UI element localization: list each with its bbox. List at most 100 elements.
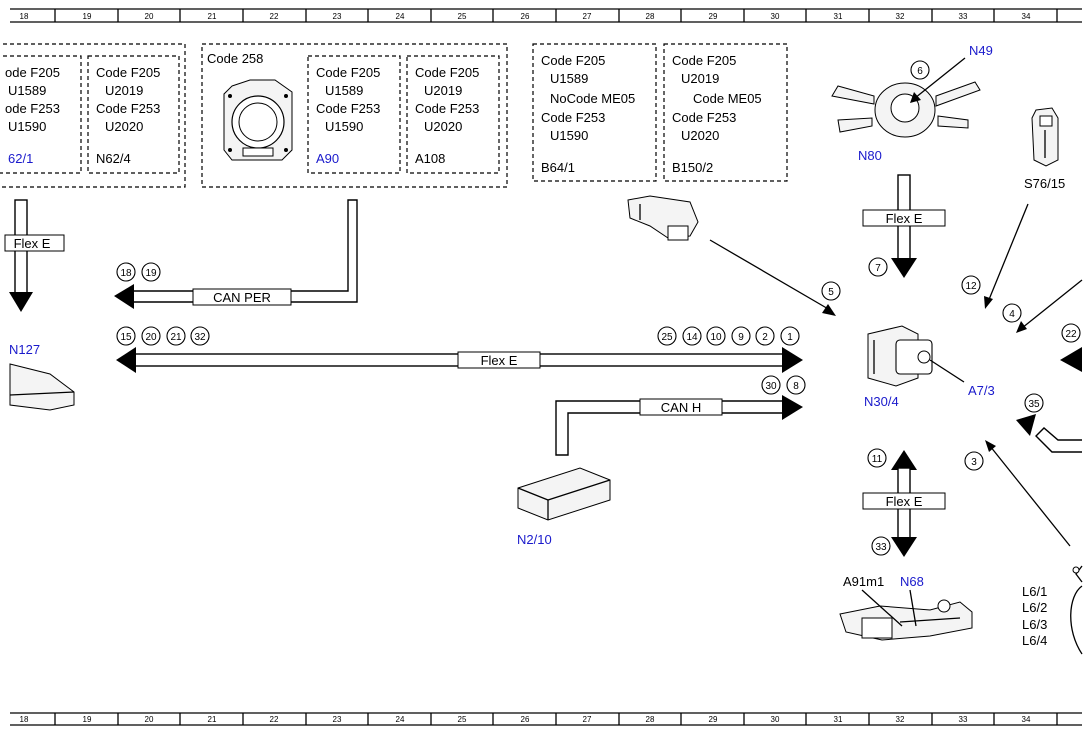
marker-7[interactable]: 7 (868, 257, 888, 277)
sensor-sketch (627, 195, 699, 241)
connection-line (929, 359, 965, 383)
component-n68[interactable]: N68 (900, 574, 924, 589)
marker-1[interactable]: 1 (780, 326, 800, 346)
component-n127[interactable]: N127 (9, 342, 40, 357)
code-line: Code F253 (672, 110, 736, 125)
svg-text:32: 32 (194, 332, 206, 343)
ruler-tick: 29 (709, 12, 718, 21)
ruler-tick: 31 (834, 715, 843, 724)
can-per-bus: CAN PER (114, 199, 358, 309)
ruler-tick: 27 (583, 715, 592, 724)
svg-text:2: 2 (762, 332, 768, 343)
ruler-tick: 18 (20, 12, 29, 21)
ruler-tick: 24 (396, 715, 405, 724)
connection-line (987, 203, 1029, 303)
component-l6: L6/3 (1022, 617, 1047, 632)
marker-6[interactable]: 6 (910, 60, 930, 80)
marker-32[interactable]: 32 (190, 326, 210, 346)
component-n49[interactable]: N49 (969, 43, 993, 58)
marker-3[interactable]: 3 (964, 451, 984, 471)
marker-14[interactable]: 14 (682, 326, 702, 346)
marker-11[interactable]: 11 (867, 448, 887, 468)
wheel-sensor-sketch (1070, 565, 1083, 655)
arrow-head (1016, 321, 1027, 333)
code-box-b150-2: Code F205 U2019 Code ME05 Code F253 U202… (663, 43, 788, 182)
connection-line (861, 589, 903, 627)
steering-switch-sketch (831, 81, 981, 138)
code-box-n62-4: Code F205 U2019 Code F253 U2020 N62/4 (87, 55, 180, 174)
ruler-tick: 28 (646, 12, 655, 21)
code-line: U1590 (550, 128, 588, 143)
marker-18[interactable]: 18 (116, 262, 136, 282)
component-id: A108 (415, 151, 445, 166)
ruler-tick: 25 (458, 715, 467, 724)
marker-15[interactable]: 15 (116, 326, 136, 346)
marker-21[interactable]: 21 (166, 326, 186, 346)
svg-text:6: 6 (917, 66, 923, 77)
flex-e-main-bus: Flex E (116, 347, 803, 373)
svg-text:11: 11 (872, 454, 883, 465)
code-line: U2019 (105, 83, 143, 98)
svg-text:1: 1 (787, 332, 793, 343)
ruler-tick: 23 (333, 12, 342, 21)
component-id[interactable]: 62/1 (8, 151, 33, 166)
ruler-tick: 21 (208, 715, 217, 724)
ruler-tick: 22 (270, 715, 279, 724)
connection-line (1021, 279, 1083, 329)
code-line: U1589 (550, 71, 588, 86)
code-line: U1589 (8, 83, 46, 98)
code-line: ode F205 (5, 65, 60, 80)
component-n2-10[interactable]: N2/10 (517, 532, 552, 547)
code-line: Code F253 (316, 101, 380, 116)
svg-text:15: 15 (120, 332, 132, 343)
switch-s76-15-sketch (1031, 107, 1059, 167)
marker-20[interactable]: 20 (141, 326, 161, 346)
svg-text:3: 3 (971, 457, 977, 468)
marker-4[interactable]: 4 (1002, 303, 1022, 323)
bus-label: CAN PER (213, 290, 271, 305)
code-line: NoCode ME05 (550, 91, 635, 106)
marker-8[interactable]: 8 (786, 375, 806, 395)
code-line: ode F253 (5, 101, 60, 116)
marker-19[interactable]: 19 (141, 262, 161, 282)
component-n30-4[interactable]: N30/4 (864, 394, 899, 409)
component-n80[interactable]: N80 (858, 148, 882, 163)
svg-text:12: 12 (965, 281, 977, 292)
component-id[interactable]: A90 (316, 151, 339, 166)
ruler-tick: 29 (709, 715, 718, 724)
marker-25[interactable]: 25 (657, 326, 677, 346)
marker-10[interactable]: 10 (706, 326, 726, 346)
marker-35[interactable]: 35 (1024, 393, 1044, 413)
ruler-tick: 19 (83, 12, 92, 21)
ruler-tick: 20 (145, 715, 154, 724)
arrow-head (985, 440, 996, 452)
code-line: Code F205 (96, 65, 160, 80)
svg-text:30: 30 (765, 381, 777, 392)
code-line: Code F253 (415, 101, 479, 116)
marker-12[interactable]: 12 (961, 275, 981, 295)
marker-5[interactable]: 5 (821, 281, 841, 301)
component-l6: L6/2 (1022, 600, 1047, 615)
component-a7-3[interactable]: A7/3 (968, 383, 995, 398)
component-id: B64/1 (541, 160, 575, 175)
svg-text:25: 25 (661, 332, 673, 343)
control-unit-sketch (223, 79, 293, 161)
code-line: Code F205 (316, 65, 380, 80)
component-a91m1: A91m1 (843, 574, 884, 589)
code-line: U2020 (105, 119, 143, 134)
svg-text:35: 35 (1028, 399, 1040, 410)
connection-line (989, 445, 1071, 547)
code-line: U1590 (325, 119, 363, 134)
bus-label: CAN H (661, 400, 701, 415)
marker-9[interactable]: 9 (731, 326, 751, 346)
svg-text:20: 20 (145, 332, 157, 343)
component-l6: L6/4 (1022, 633, 1047, 648)
marker-2[interactable]: 2 (755, 326, 775, 346)
bottom-ruler: 18 19 20 21 22 23 24 25 26 27 28 29 30 3… (10, 712, 1082, 726)
component-l6: L6/1 (1022, 584, 1047, 599)
marker-33[interactable]: 33 (871, 536, 891, 556)
marker-22[interactable]: 22 (1061, 323, 1081, 343)
marker-30[interactable]: 30 (761, 375, 781, 395)
svg-text:19: 19 (145, 268, 157, 279)
svg-text:4: 4 (1009, 309, 1015, 320)
